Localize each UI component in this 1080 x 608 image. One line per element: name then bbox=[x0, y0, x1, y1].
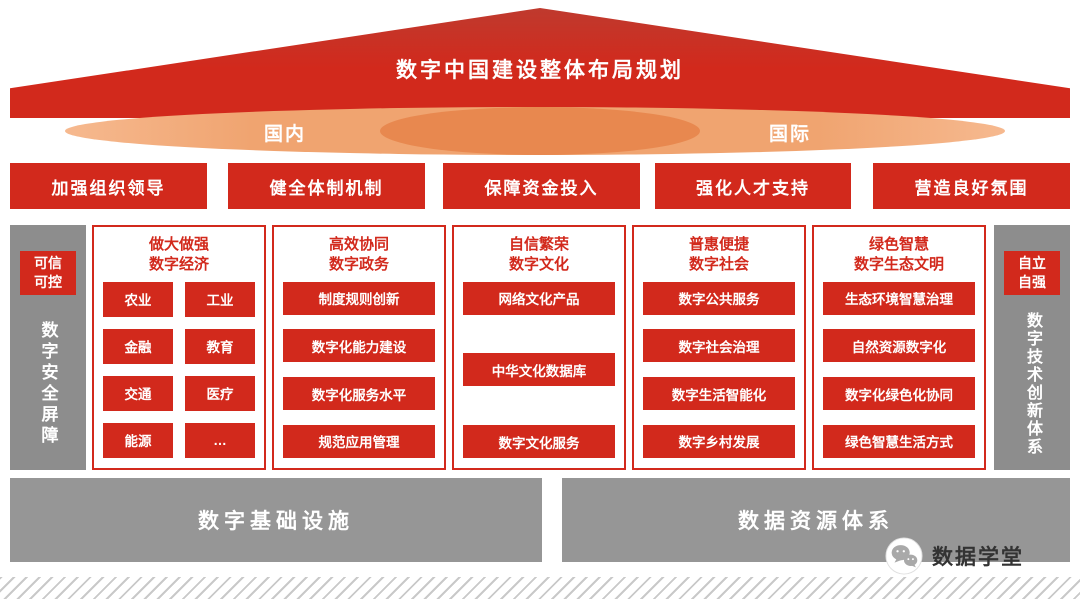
pillar-item: 交通 bbox=[103, 375, 173, 411]
scope-label-domestic: 国内 bbox=[263, 124, 306, 145]
footer-stripes-decoration bbox=[0, 577, 1080, 599]
pillar-item-ellipsis: … bbox=[185, 422, 255, 458]
pillar-items-grid: 农业 工业 金融 教育 交通 医疗 能源 … bbox=[103, 281, 255, 458]
pillar-items-list: 网络文化产品 中华文化数据库 数字文化服务 bbox=[463, 281, 615, 458]
pillar-items-list: 制度规则创新 数字化能力建设 数字化服务水平 规范应用管理 bbox=[283, 281, 435, 459]
pillar-item: 绿色智慧生活方式 bbox=[823, 424, 975, 458]
measure-organization-leadership: 加强组织领导 bbox=[10, 163, 207, 209]
pillar-item: 农业 bbox=[103, 281, 173, 317]
pillar-item: 中华文化数据库 bbox=[463, 353, 615, 387]
innovation-badge: 自立 自强 bbox=[1004, 251, 1060, 295]
wechat-icon bbox=[885, 537, 923, 575]
pillar-digital-eco-civilization: 绿色智慧 数字生态文明 生态环境智慧治理 自然资源数字化 数字化绿色化协同 绿色… bbox=[812, 225, 986, 470]
foundation-digital-infrastructure: 数字基础设施 bbox=[10, 478, 542, 562]
scope-ellipse-inner bbox=[380, 107, 700, 155]
pillar-header: 普惠便捷 数字社会 bbox=[688, 236, 749, 274]
pillar-item: 金融 bbox=[103, 328, 173, 364]
page-title: 数字中国建设整体布局规划 bbox=[396, 59, 684, 82]
pillar-digital-society: 普惠便捷 数字社会 数字公共服务 数字社会治理 数字生活智能化 数字乡村发展 bbox=[632, 225, 806, 470]
pillar-item: 数字化绿色化协同 bbox=[823, 377, 975, 411]
scope-label-international: 国际 bbox=[768, 124, 811, 145]
pillar-item: 工业 bbox=[185, 281, 255, 317]
pillar-item: 医疗 bbox=[185, 375, 255, 411]
pillar-header: 高效协同 数字政务 bbox=[328, 236, 389, 274]
measure-talent-support: 强化人才支持 bbox=[655, 163, 851, 209]
pillar-item: 数字化能力建设 bbox=[283, 329, 435, 363]
pillar-header: 绿色智慧 数字生态文明 bbox=[853, 236, 944, 274]
measure-funding-guarantee: 保障资金投入 bbox=[443, 163, 640, 209]
measure-good-atmosphere: 营造良好氛围 bbox=[873, 163, 1070, 209]
pillar-item: 数字文化服务 bbox=[463, 425, 615, 458]
watermark: 数据学堂 bbox=[885, 537, 1024, 575]
pillar-item: 规范应用管理 bbox=[283, 424, 435, 458]
security-badge: 可信 可控 bbox=[20, 251, 76, 295]
pillar-item: 网络文化产品 bbox=[463, 281, 615, 315]
pillar-digital-economy: 做大做强 数字经济 农业 工业 金融 教育 交通 医疗 能源 … bbox=[92, 225, 266, 470]
pillar-header: 做大做强 数字经济 bbox=[148, 236, 209, 274]
roof-banner: 数字中国建设整体布局规划 bbox=[10, 8, 1070, 118]
pillar-items-list: 数字公共服务 数字社会治理 数字生活智能化 数字乡村发展 bbox=[643, 281, 795, 459]
pillar-item: 数字化服务水平 bbox=[283, 377, 435, 411]
pillar-item: 数字社会治理 bbox=[643, 329, 795, 363]
security-barrier-label: 数字安全屏障 bbox=[38, 320, 58, 447]
pillar-items-list: 生态环境智慧治理 自然资源数字化 数字化绿色化协同 绿色智慧生活方式 bbox=[823, 281, 975, 459]
watermark-text: 数据学堂 bbox=[932, 546, 1024, 569]
pillar-item: 生态环境智慧治理 bbox=[823, 281, 975, 315]
foundation-data-resource-system: 数据资源体系 bbox=[562, 478, 1070, 562]
pillar-item: 数字公共服务 bbox=[643, 281, 795, 315]
pillar-item: 自然资源数字化 bbox=[823, 329, 975, 363]
pillar-item: 教育 bbox=[185, 328, 255, 364]
tech-innovation-label: 数字技术创新体系 bbox=[1024, 311, 1041, 456]
pillar-item: 数字乡村发展 bbox=[643, 424, 795, 458]
pillar-item: 能源 bbox=[103, 422, 173, 458]
right-pillar-tech-innovation: 自立 自强 数字技术创新体系 bbox=[994, 225, 1070, 470]
pillar-item: 数字生活智能化 bbox=[643, 377, 795, 411]
pillar-item: 制度规则创新 bbox=[283, 281, 435, 315]
measure-institutional-mechanism: 健全体制机制 bbox=[228, 163, 425, 209]
pillar-header: 自信繁荣 数字文化 bbox=[508, 236, 569, 274]
pillar-digital-culture: 自信繁荣 数字文化 网络文化产品 中华文化数据库 数字文化服务 bbox=[452, 225, 626, 470]
left-pillar-security-barrier: 可信 可控 数字安全屏障 bbox=[10, 225, 86, 470]
pillar-digital-government: 高效协同 数字政务 制度规则创新 数字化能力建设 数字化服务水平 规范应用管理 bbox=[272, 225, 446, 470]
